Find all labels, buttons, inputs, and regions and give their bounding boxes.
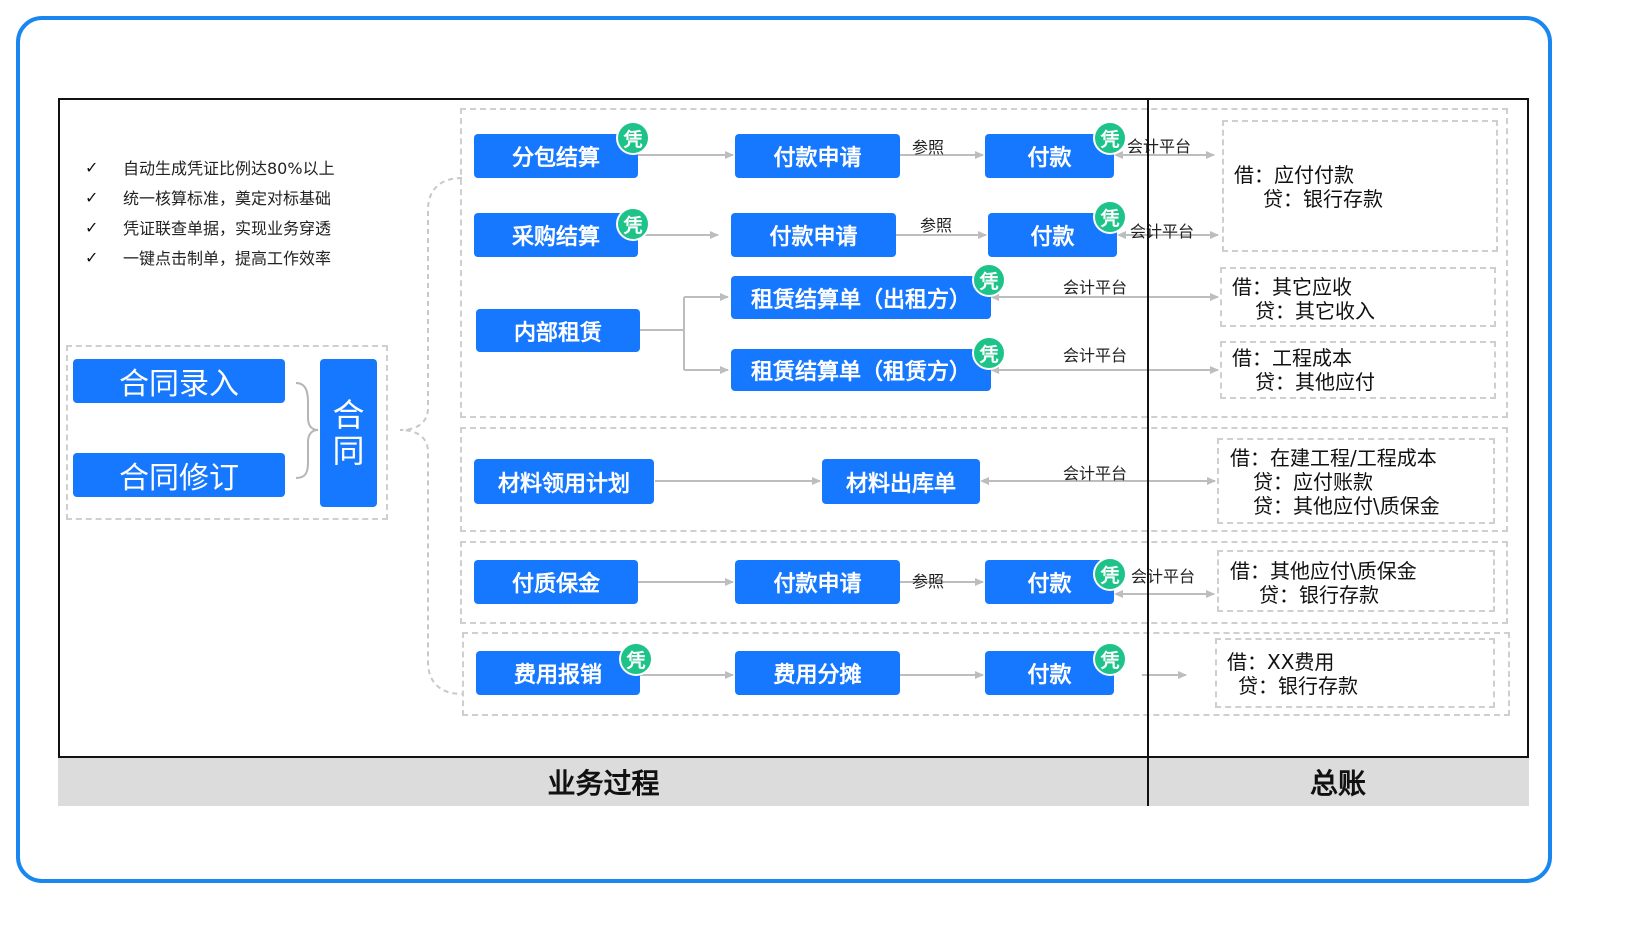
contract-char-2: 同 (332, 432, 365, 470)
purchase-settlement-node: 采购结算 (474, 213, 638, 257)
voucher-badge: 凭 (1093, 200, 1127, 234)
benefit-item: ✓ 一键点击制单，提高工作效率 (85, 242, 335, 272)
ledger-entry-debit: 借：其它应收 (1232, 275, 1352, 299)
voucher-badge: 凭 (1093, 121, 1127, 155)
voucher-badge: 凭 (619, 642, 653, 676)
ledger-entry-credit: 贷：其它收入 (1255, 299, 1375, 323)
check-icon: ✓ (85, 247, 99, 267)
business-process-label: 业务过程 (58, 756, 1149, 806)
ledger-box-3 (1220, 341, 1496, 399)
reference-label: 参照 (912, 572, 945, 591)
benefit-text: 一键点击制单，提高工作效率 (123, 249, 332, 268)
voucher-badge: 凭 (616, 121, 650, 155)
benefit-item: ✓ 凭证联查单据，实现业务穿透 (85, 212, 335, 242)
group-deposit (460, 541, 1508, 624)
ledger-entry-debit: 借：在建工程/工程成本 (1230, 446, 1437, 470)
accounting-platform-label: 会计平台 (1130, 222, 1195, 241)
check-icon: ✓ (85, 217, 99, 237)
group-expense (462, 632, 1510, 716)
ledger-entry-debit: 借：其他应付\质保金 (1230, 559, 1417, 583)
lease-settlement-out-node: 租赁结算单（出租方） (731, 276, 991, 319)
reference-label: 参照 (920, 216, 953, 235)
ledger-entry-credit: 贷：银行存款 (1238, 674, 1358, 698)
ledger-entry-credit: 贷：应付账款 (1253, 470, 1373, 494)
accounting-platform-label: 会计平台 (1063, 464, 1128, 483)
payment-node: 付款 (988, 213, 1117, 257)
benefit-item: ✓ 自动生成凭证比例达80%以上 (85, 152, 335, 182)
payment-node: 付款 (985, 134, 1114, 178)
subcontract-settlement-node: 分包结算 (474, 134, 638, 178)
voucher-badge: 凭 (1093, 642, 1127, 676)
ledger-entry-credit: 贷：其他应付\质保金 (1253, 494, 1440, 518)
ledger-entry-credit: 贷：银行存款 (1259, 583, 1379, 607)
check-icon: ✓ (85, 157, 99, 177)
check-icon: ✓ (85, 187, 99, 207)
expense-reimbursement-node: 费用报销 (476, 651, 640, 695)
ledger-entry-credit: 贷：银行存款 (1263, 187, 1383, 211)
internal-lease-node: 内部租赁 (476, 309, 640, 352)
contract-node: 合 同 (320, 359, 377, 507)
reference-label: 参照 (912, 138, 945, 157)
material-outbound-node: 材料出库单 (822, 459, 980, 504)
ledger-box-2 (1220, 267, 1496, 327)
voucher-badge: 凭 (616, 207, 650, 241)
contract-revise-node: 合同修订 (73, 453, 285, 497)
voucher-badge: 凭 (972, 263, 1006, 297)
pay-deposit-node: 付质保金 (474, 560, 638, 604)
benefit-text: 统一核算标准，奠定对标基础 (123, 189, 332, 208)
material-plan-node: 材料领用计划 (474, 459, 654, 504)
contract-entry-node: 合同录入 (73, 359, 285, 403)
lease-settlement-in-node: 租赁结算单（租赁方） (731, 349, 991, 391)
expense-allocation-node: 费用分摊 (735, 651, 900, 695)
ledger-box-1 (1222, 120, 1498, 252)
payment-request-node: 付款申请 (731, 213, 896, 257)
group-contract (66, 345, 388, 520)
ledger-box-5 (1217, 550, 1495, 612)
group-material (460, 427, 1508, 532)
payment-node: 付款 (985, 651, 1114, 695)
general-ledger-label: 总账 (1147, 756, 1529, 806)
ledger-box-6 (1215, 638, 1495, 708)
accounting-platform-label: 会计平台 (1063, 278, 1128, 297)
voucher-badge: 凭 (972, 336, 1006, 370)
benefit-list: ✓ 自动生成凭证比例达80%以上 ✓ 统一核算标准，奠定对标基础 ✓ 凭证联查单… (85, 152, 335, 272)
payment-request-node: 付款申请 (735, 560, 900, 604)
accounting-platform-label: 会计平台 (1063, 346, 1128, 365)
ledger-box-4 (1217, 438, 1495, 524)
payment-request-node: 付款申请 (735, 134, 900, 178)
ledger-entry-debit: 借：应付付款 (1234, 163, 1354, 187)
ledger-entry-debit: 借：工程成本 (1232, 346, 1352, 370)
benefit-text: 自动生成凭证比例达80%以上 (123, 159, 335, 178)
ledger-entry-credit: 贷：其他应付 (1255, 370, 1375, 394)
contract-char-1: 合 (332, 396, 365, 434)
accounting-platform-label: 会计平台 (1131, 567, 1196, 586)
benefit-item: ✓ 统一核算标准，奠定对标基础 (85, 182, 335, 212)
ledger-entry-debit: 借：XX费用 (1227, 650, 1335, 674)
accounting-platform-label: 会计平台 (1127, 137, 1192, 156)
column-divider (1147, 98, 1149, 806)
group-settlement (460, 108, 1508, 418)
voucher-badge: 凭 (1093, 557, 1127, 591)
payment-node: 付款 (985, 560, 1114, 604)
benefit-text: 凭证联查单据，实现业务穿透 (123, 219, 332, 238)
